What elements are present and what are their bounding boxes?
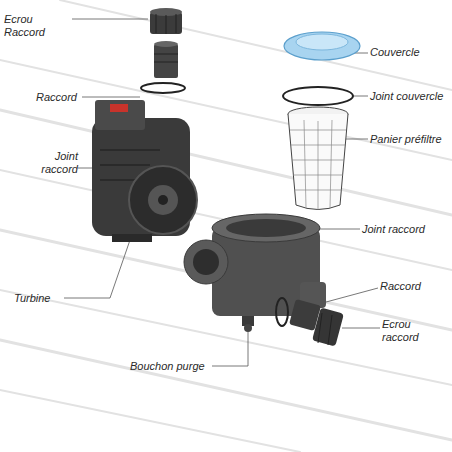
part-label: Joint raccord xyxy=(36,150,78,176)
leader-line xyxy=(345,139,368,140)
mesh-line xyxy=(318,121,319,210)
motor xyxy=(92,100,197,242)
leader-lines xyxy=(64,19,380,366)
motor-fin xyxy=(100,149,160,151)
part-label: Raccord xyxy=(380,280,440,293)
connector-rib xyxy=(154,62,178,63)
basket-body xyxy=(288,114,348,210)
label-plate xyxy=(110,104,128,112)
part-label: Turbine xyxy=(14,292,64,305)
top-connector xyxy=(154,41,178,78)
lid-o-ring xyxy=(283,87,353,105)
leader-line xyxy=(64,240,130,298)
impeller-hub xyxy=(158,195,168,205)
mesh-line xyxy=(330,120,332,208)
mesh-line xyxy=(304,120,306,208)
streak xyxy=(0,390,300,452)
strainer-basket xyxy=(288,107,348,210)
nut-rib xyxy=(176,14,177,33)
drain-plug-head xyxy=(244,324,252,332)
pot-opening xyxy=(226,219,306,237)
streak xyxy=(60,0,452,90)
leader-line xyxy=(342,328,380,329)
strainer-pot xyxy=(184,214,326,332)
part-label: Ecrou raccord xyxy=(382,318,430,344)
pot-outlet-hole xyxy=(193,249,219,275)
part-label: Joint raccord xyxy=(362,223,450,236)
leader-line xyxy=(352,96,368,97)
nut-rib xyxy=(166,15,167,34)
part-label: Bouchon purge xyxy=(130,360,220,373)
leader-line xyxy=(82,97,140,98)
side-union-nut xyxy=(312,307,344,346)
pot-outlet xyxy=(184,240,228,284)
impeller xyxy=(148,185,178,215)
leader-line xyxy=(72,19,148,20)
leader-line xyxy=(212,332,248,366)
o-ring xyxy=(141,83,185,93)
part-label: Couvercle xyxy=(370,46,450,59)
nut-body xyxy=(150,12,182,34)
switch-box xyxy=(95,100,145,130)
connector-rib xyxy=(154,54,178,55)
streak xyxy=(0,340,452,440)
nut-top xyxy=(150,8,182,16)
part-label: Raccord xyxy=(36,91,86,104)
nut-rib xyxy=(328,315,332,345)
part-label: Joint couvercle xyxy=(370,90,452,103)
streak xyxy=(0,110,452,215)
nut-rib xyxy=(318,313,322,343)
pot-rim xyxy=(212,214,320,242)
union-o-ring xyxy=(276,298,288,326)
part-label: Panier préfiltre xyxy=(370,133,452,146)
lid xyxy=(284,32,360,60)
nut-body xyxy=(312,307,344,346)
basket-mesh xyxy=(290,120,346,210)
motor-fin xyxy=(100,164,150,166)
lid-shape xyxy=(284,32,360,60)
connector-body xyxy=(154,44,178,78)
nut-rib xyxy=(156,14,157,33)
impeller-housing xyxy=(129,166,197,234)
motor-foot xyxy=(112,234,152,242)
lid-top xyxy=(296,34,348,50)
part-label: Ecrou Raccord xyxy=(4,13,74,39)
connector-top xyxy=(154,41,178,47)
top-union-nut xyxy=(150,8,182,34)
